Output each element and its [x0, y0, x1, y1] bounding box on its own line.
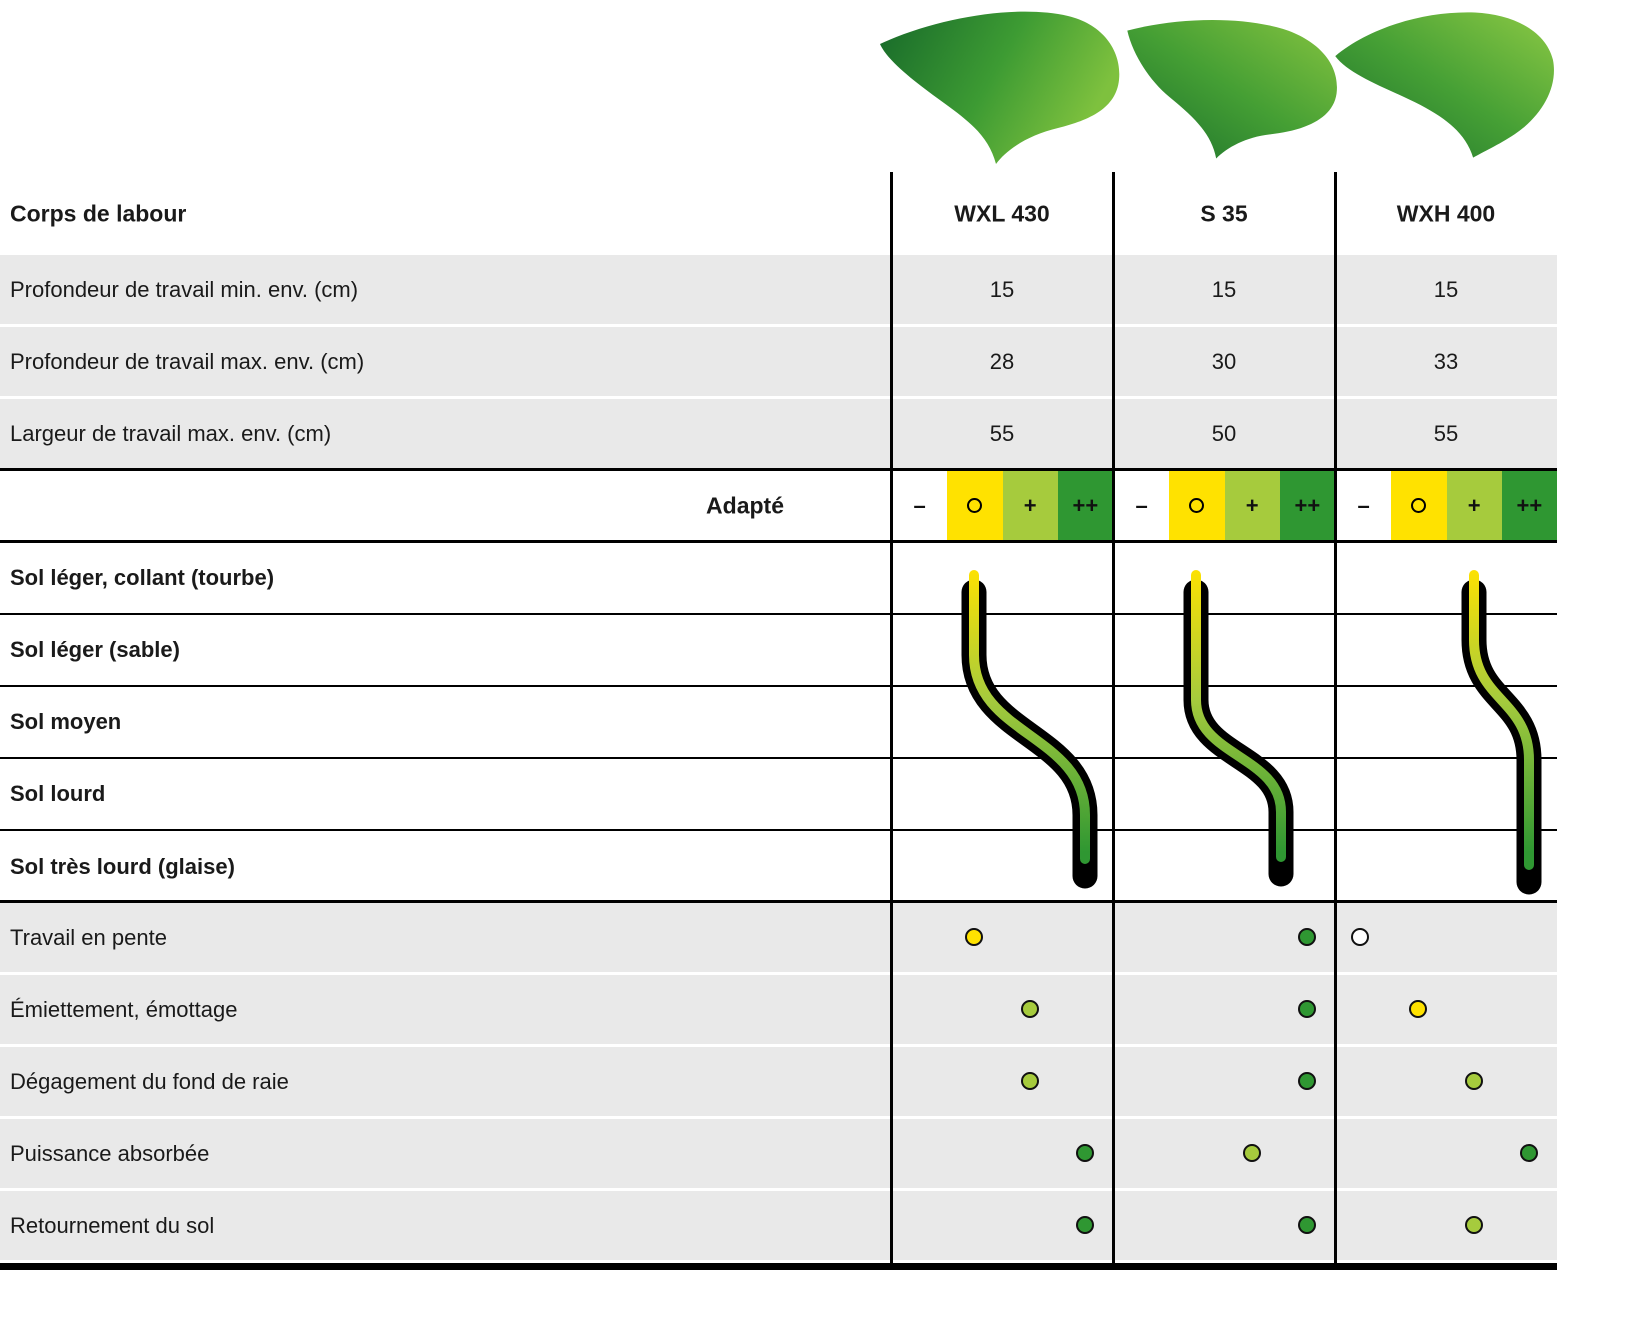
soil-row-label: Sol léger, collant (tourbe) [10, 565, 275, 590]
rating-dot [1298, 1000, 1316, 1018]
rating-row: Retournement du sol [0, 1191, 1557, 1260]
spec-row: Largeur de travail max. env. (cm) 55 50 … [0, 399, 1557, 468]
legend-cell-plusplus: ++ [1501, 471, 1557, 540]
rating-dot [1409, 1000, 1427, 1018]
legend-cell-plus: + [1002, 471, 1058, 540]
legend-cell-plus: + [1224, 471, 1280, 540]
legend-cell-minus: – [1114, 471, 1170, 540]
rating-row: Puissance absorbée [0, 1119, 1557, 1188]
rating-row-label: Émiettement, émottage [10, 996, 238, 1022]
spec-value: 55 [989, 420, 1015, 446]
rating-row-label: Dégagement du fond de raie [10, 1068, 289, 1094]
spec-value: 15 [1211, 276, 1237, 302]
rating-dot [1243, 1144, 1261, 1162]
moldboard-illustration-icon [880, 11, 1120, 164]
column-divider [890, 172, 893, 1270]
column-divider [1334, 172, 1337, 1270]
legend-scale-wxh400: – + ++ [1336, 471, 1557, 540]
column-divider [1112, 172, 1115, 1270]
rating-row: Dégagement du fond de raie [0, 1047, 1557, 1116]
rating-row: Travail en pente [0, 903, 1557, 972]
rating-row-label: Puissance absorbée [10, 1140, 210, 1166]
legend-symbol: – [913, 492, 926, 518]
rating-row-label: Retournement du sol [10, 1212, 215, 1238]
circle-symbol-icon [1189, 498, 1205, 513]
circle-symbol-icon [967, 498, 983, 513]
divider-thick [0, 540, 1557, 543]
spec-value: 30 [1211, 348, 1237, 374]
legend-symbol: ++ [1294, 492, 1321, 518]
plow-body-image-s35 [1116, 14, 1346, 164]
divider-thick [0, 468, 1557, 471]
divider-thick [0, 900, 1557, 903]
spec-value: 15 [989, 276, 1015, 302]
rating-dot [1520, 1144, 1538, 1162]
spec-row-label: Profondeur de travail min. env. (cm) [10, 276, 359, 302]
soil-row: Sol lourd [0, 759, 1557, 831]
spec-value: 28 [989, 348, 1015, 374]
soil-row: Sol léger, collant (tourbe) [0, 543, 1557, 615]
adapte-label: Adapté [706, 492, 784, 518]
rating-dot [965, 928, 983, 946]
legend-cell-plusplus: ++ [1057, 471, 1113, 540]
column-header-s35: S 35 [1200, 200, 1248, 226]
corner-label: Corps de labour [10, 200, 187, 226]
legend-cell-circle [947, 471, 1003, 540]
moldboard-illustration-icon [1127, 19, 1337, 159]
bottom-bar [0, 1263, 1557, 1270]
legend-symbol: ++ [1516, 492, 1543, 518]
column-header-wxh400: WXH 400 [1396, 200, 1496, 226]
soil-row: Sol léger (sable) [0, 615, 1557, 687]
spec-row-label: Largeur de travail max. env. (cm) [10, 420, 332, 446]
soil-row: Sol très lourd (glaise) [0, 831, 1557, 903]
spec-row: Profondeur de travail max. env. (cm) 28 … [0, 327, 1557, 396]
rating-dot [1465, 1216, 1483, 1234]
legend-cell-minus: – [892, 471, 948, 540]
column-header-wxl430: WXL 430 [954, 200, 1050, 226]
rating-dot [1021, 1072, 1039, 1090]
soil-row-label: Sol très lourd (glaise) [10, 854, 235, 879]
legend-cell-plus: + [1446, 471, 1502, 540]
moldboard-illustration-icon [1335, 12, 1554, 158]
rating-dot [1465, 1072, 1483, 1090]
legend-symbol: + [1245, 492, 1259, 518]
circle-symbol-icon [1411, 498, 1427, 513]
plow-body-image-wxl430 [876, 4, 1128, 168]
rating-dot [1298, 1072, 1316, 1090]
rating-dot [1298, 1216, 1316, 1234]
soil-row: Sol moyen [0, 687, 1557, 759]
legend-symbol: ++ [1072, 492, 1099, 518]
legend-scale-wxl430: – + ++ [892, 471, 1113, 540]
soil-row-label: Sol léger (sable) [10, 637, 180, 662]
rating-row: Émiettement, émottage [0, 975, 1557, 1044]
rating-dot [1021, 1000, 1039, 1018]
legend-cell-circle [1391, 471, 1447, 540]
legend-cell-minus: – [1336, 471, 1392, 540]
legend-cell-plusplus: ++ [1279, 471, 1335, 540]
legend-symbol: – [1135, 492, 1148, 518]
spec-value: 55 [1433, 420, 1459, 446]
legend-symbol: + [1023, 492, 1037, 518]
spec-value: 33 [1433, 348, 1459, 374]
legend-symbol: + [1467, 492, 1481, 518]
soil-row-label: Sol lourd [10, 781, 106, 806]
spec-value: 50 [1211, 420, 1237, 446]
spec-value: 15 [1433, 276, 1459, 302]
adapte-row: Adapté – + ++ – + ++ – + ++ [0, 471, 1557, 540]
soil-row-label: Sol moyen [10, 709, 122, 734]
legend-symbol: – [1357, 492, 1370, 518]
legend-scale-s35: – + ++ [1114, 471, 1335, 540]
rating-row-label: Travail en pente [10, 924, 167, 950]
rating-dot [1351, 928, 1369, 946]
legend-cell-circle [1169, 471, 1225, 540]
rating-dot [1076, 1144, 1094, 1162]
rating-dot [1298, 928, 1316, 946]
rating-dot [1076, 1216, 1094, 1234]
spec-row-label: Profondeur de travail max. env. (cm) [10, 348, 365, 374]
header-row: Corps de labour WXL 430 S 35 WXH 400 [0, 172, 1557, 255]
spec-row: Profondeur de travail min. env. (cm) 15 … [0, 255, 1557, 324]
plow-body-image-wxh400 [1328, 6, 1562, 166]
